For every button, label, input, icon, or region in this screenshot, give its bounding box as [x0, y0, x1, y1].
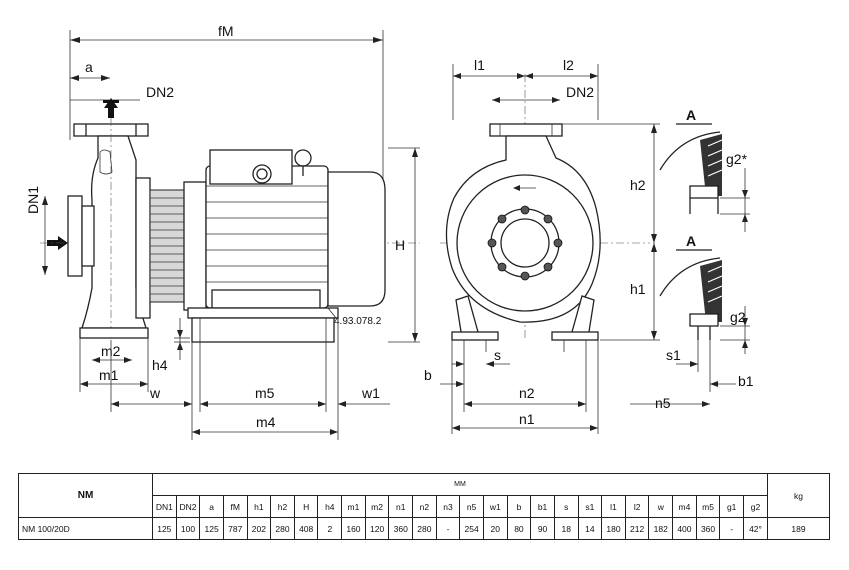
col-header: n1: [388, 495, 414, 518]
unit-mm-header: MM: [152, 473, 768, 496]
table-cell: 120: [364, 517, 390, 540]
unit-kg-header: kg: [767, 473, 830, 518]
col-header: b1: [530, 495, 555, 518]
label-s1: s1: [666, 347, 681, 363]
pump-dimension-drawing: fM a DN2 DN1: [25, 23, 754, 440]
col-header: m4: [672, 495, 697, 518]
table-cell: 100: [175, 517, 201, 540]
table-cell: 18: [553, 517, 579, 540]
table-cell: 125: [199, 517, 224, 540]
table-cell: 212: [624, 517, 650, 540]
model-cell: NM 100/20D: [18, 517, 153, 540]
col-header: l2: [624, 495, 650, 518]
table-cell: 360: [695, 517, 721, 540]
table-cell: 254: [459, 517, 484, 540]
table-cell: 160: [341, 517, 366, 540]
label-h2: h2: [630, 177, 646, 193]
label-m1: m1: [99, 367, 119, 383]
col-header: w: [648, 495, 674, 518]
table-cell: 280: [412, 517, 437, 540]
col-header: b: [506, 495, 532, 518]
label-b: b: [424, 367, 432, 383]
label-ref: 4.93.078.2: [334, 316, 382, 327]
table-cell: 20: [482, 517, 508, 540]
label-fM: fM: [218, 23, 234, 39]
label-h4: h4: [152, 357, 168, 373]
side-view: fM a DN2 DN1: [25, 23, 420, 440]
label-w: w: [149, 385, 161, 401]
col-header: n5: [459, 495, 484, 518]
table-cell: 180: [601, 517, 626, 540]
col-header: m2: [364, 495, 390, 518]
col-header: DN2: [175, 495, 201, 518]
table-cell: 400: [672, 517, 697, 540]
col-header: g2: [743, 495, 768, 518]
col-header: fM: [222, 495, 248, 518]
table-cell: 80: [506, 517, 532, 540]
col-header: n2: [412, 495, 437, 518]
table-cell: 2: [317, 517, 343, 540]
table-cell: 202: [246, 517, 272, 540]
label-dn2-front: DN2: [566, 84, 594, 100]
col-header: s: [553, 495, 579, 518]
table-cell: 360: [388, 517, 414, 540]
front-view: l1 l2 DN2: [424, 57, 660, 434]
label-m5: m5: [255, 385, 275, 401]
label-dn2-side: DN2: [146, 84, 174, 100]
label-w1: w1: [361, 385, 380, 401]
label-A-top: A: [686, 107, 696, 123]
label-l2: l2: [563, 57, 574, 73]
table-cell: 125: [152, 517, 177, 540]
col-header: H: [293, 495, 319, 518]
label-g2-star: g2*: [726, 151, 748, 167]
table-cell: 280: [270, 517, 295, 540]
col-header: h2: [270, 495, 295, 518]
label-H: H: [395, 237, 405, 253]
label-l1: l1: [474, 57, 485, 73]
col-header: h4: [317, 495, 343, 518]
column-header-row: DN1 DN2 a fM h1 h2 H h4 m1 m2 n1 n2 n3 n…: [19, 495, 830, 518]
detail-views: A g2* A g2: [630, 107, 754, 411]
col-header: l1: [601, 495, 626, 518]
table-cell: 14: [577, 517, 603, 540]
model-header: NM: [18, 473, 153, 518]
col-header: m1: [341, 495, 366, 518]
col-header: n3: [435, 495, 461, 518]
col-header: w1: [482, 495, 508, 518]
col-header: s1: [577, 495, 603, 518]
table-cell: -: [719, 517, 745, 540]
table-row: NM 100/20D 125 100 125 787 202 280 408 2…: [18, 517, 830, 540]
label-s: s: [494, 347, 501, 363]
weight-cell: 189: [767, 517, 830, 540]
label-h1: h1: [630, 281, 646, 297]
col-header: g1: [719, 495, 745, 518]
table-cell: -: [435, 517, 461, 540]
label-b1: b1: [738, 373, 754, 389]
label-n2: n2: [519, 385, 535, 401]
label-a: a: [85, 59, 93, 75]
dimension-table: NM MM kg DN1 DN2 a fM h1 h2 H h4 m1 m2 n…: [18, 473, 830, 540]
table-cell: 787: [222, 517, 248, 540]
table-cell: 408: [293, 517, 319, 540]
label-m4: m4: [256, 414, 276, 430]
table-cell: 42°: [743, 517, 768, 540]
table-cell: 90: [530, 517, 555, 540]
label-g2: g2: [730, 309, 746, 325]
col-header: m5: [695, 495, 721, 518]
label-A-bottom: A: [686, 233, 696, 249]
col-header: a: [199, 495, 224, 518]
label-n1: n1: [519, 411, 535, 427]
table-cell: 182: [648, 517, 674, 540]
col-header: h1: [246, 495, 272, 518]
col-header: DN1: [152, 495, 177, 518]
label-dn1: DN1: [25, 186, 41, 214]
label-n5: n5: [655, 395, 671, 411]
